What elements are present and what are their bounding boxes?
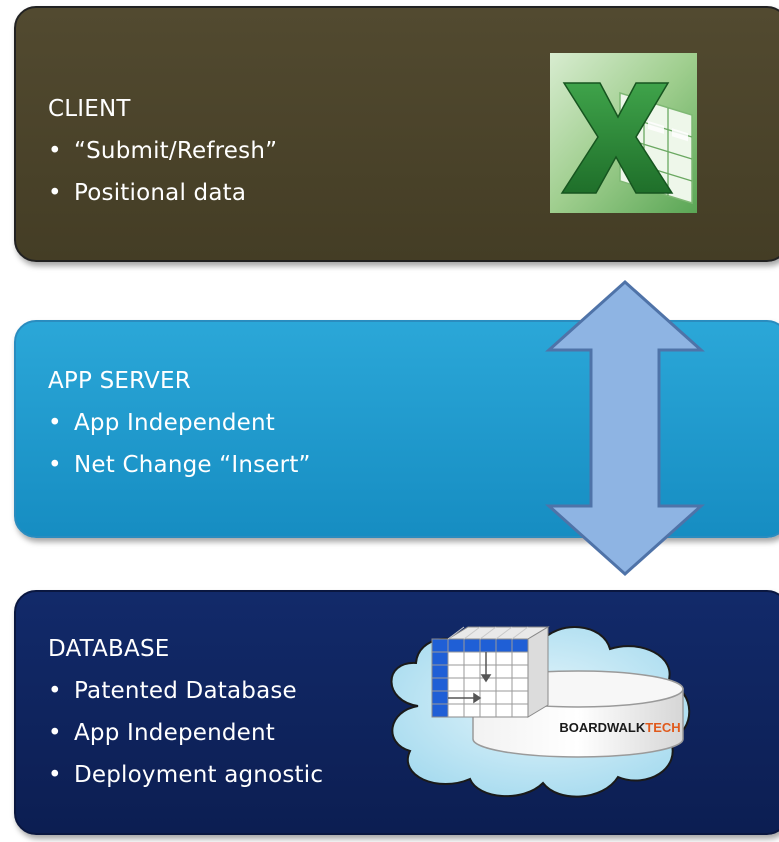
grid-cube-icon [431, 626, 550, 718]
double-arrow-icon [545, 279, 705, 577]
database-bullet-1: Patented Database [48, 670, 323, 712]
client-tier-text: CLIENT “Submit/Refresh” Positional data [48, 88, 277, 214]
client-bullet-2: Positional data [48, 172, 277, 214]
app-server-tier-text: APP SERVER App Independent Net Change “I… [48, 360, 311, 486]
cloud-database-icon: BOARDWALKTECH [390, 626, 691, 798]
database-tier-text: DATABASE Patented Database App Independe… [48, 628, 323, 796]
database-tier-title: DATABASE [48, 636, 170, 662]
client-bullet-1: “Submit/Refresh” [48, 130, 277, 172]
database-bullet-3: Deployment agnostic [48, 754, 323, 796]
boardwalk-logo-text: BOARDWALKTECH [559, 720, 680, 735]
app-server-bullet-2: Net Change “Insert” [48, 444, 311, 486]
database-bullet-2: App Independent [48, 712, 323, 754]
excel-x-glyph [560, 82, 674, 194]
app-server-tier-title: APP SERVER [48, 368, 191, 394]
app-server-bullet-1: App Independent [48, 402, 311, 444]
excel-logo-icon [550, 53, 697, 213]
client-tier-title: CLIENT [48, 96, 131, 122]
